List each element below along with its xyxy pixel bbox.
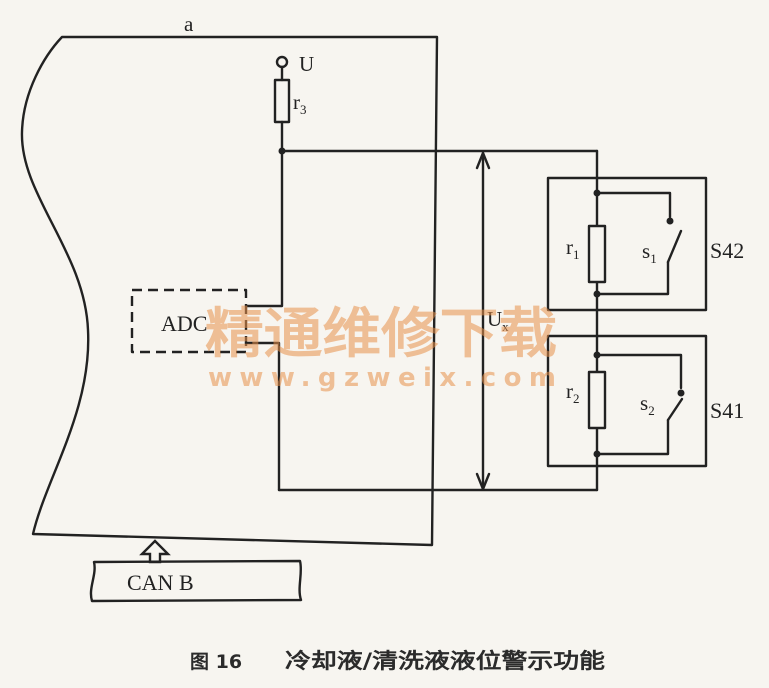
switch-s1-index: 1 <box>650 251 657 266</box>
sensor-s42-box <box>546 176 708 312</box>
adc-block <box>130 288 248 354</box>
watermark: 精通维修下载 www.gzweix.com <box>205 302 557 393</box>
sensor-s41-label: S41 <box>710 398 744 423</box>
resistor-r2-symbol: r <box>566 379 573 403</box>
adc-label: ADC <box>161 311 207 336</box>
resistor-r2-label: r2 <box>566 379 580 406</box>
supply-branch: U r3 <box>273 52 314 155</box>
figure-caption: 图 16 冷却液/清洗液液位警示功能 <box>190 649 605 673</box>
resistor-r2 <box>587 370 607 430</box>
resistor-r3 <box>273 78 291 124</box>
can-bus-banner <box>89 559 303 603</box>
resistor-r1-symbol: r <box>566 235 573 259</box>
voltage-arrowhead-top <box>475 151 491 170</box>
voltage-label: Ux <box>487 307 509 334</box>
resistor-r1-index: 1 <box>573 247 580 262</box>
switch-s1-contact <box>666 217 674 225</box>
resistor-r3-label: r3 <box>293 90 307 117</box>
control-module: a <box>20 12 439 547</box>
sensor-s41-wire-upper <box>595 353 683 390</box>
switch-s2-index: 2 <box>648 403 655 418</box>
sensor-s41-wire-lower <box>595 418 670 456</box>
voltage-measurement: Ux <box>475 151 509 491</box>
sensor-s42: S42 r1 s1 <box>546 176 744 312</box>
wire-adc-to-ground <box>244 341 281 492</box>
voltage-arrowhead-bottom <box>475 472 491 491</box>
switch-s2-symbol: s <box>640 391 648 415</box>
resistor-r3-symbol: r <box>293 90 300 114</box>
wire-junction-to-adc <box>244 149 284 308</box>
can-bus: CAN B <box>89 539 303 603</box>
switch-s2-label: s2 <box>640 391 655 418</box>
adc-branch: ADC <box>130 149 284 492</box>
voltage-symbol: U <box>487 307 502 331</box>
resistor-r2-index: 2 <box>573 391 580 406</box>
switch-s1-symbol: s <box>642 239 650 263</box>
can-bus-arrow-icon <box>139 539 171 564</box>
resistor-r3-index: 3 <box>300 102 307 117</box>
switch-s2-contact <box>677 389 685 397</box>
caption-number: 图 16 <box>190 651 242 673</box>
resistor-r1-label: r1 <box>566 235 580 262</box>
switch-s1-blade <box>666 229 683 264</box>
control-module-outline <box>20 35 439 547</box>
caption-title: 冷却液/清洗液液位警示功能 <box>285 649 605 673</box>
watermark-url: www.gzweix.com <box>208 363 556 393</box>
sensor-s41-box <box>546 334 708 468</box>
sensor-s42-wire-upper <box>595 191 672 219</box>
sensor-s42-label: S42 <box>710 238 744 263</box>
resistor-r1 <box>587 224 607 284</box>
voltage-index: x <box>502 319 509 334</box>
switch-s2-blade <box>666 397 684 422</box>
module-label: a <box>184 12 194 36</box>
can-bus-label: CAN B <box>127 570 194 595</box>
watermark-text: 精通维修下载 <box>205 302 557 365</box>
sensor-s41: S41 r2 s2 <box>546 334 744 468</box>
sensor-s42-wire-lower <box>595 260 670 296</box>
supply-label: U <box>299 52 314 76</box>
supply-terminal <box>275 55 289 69</box>
switch-s1-label: s1 <box>642 239 657 266</box>
